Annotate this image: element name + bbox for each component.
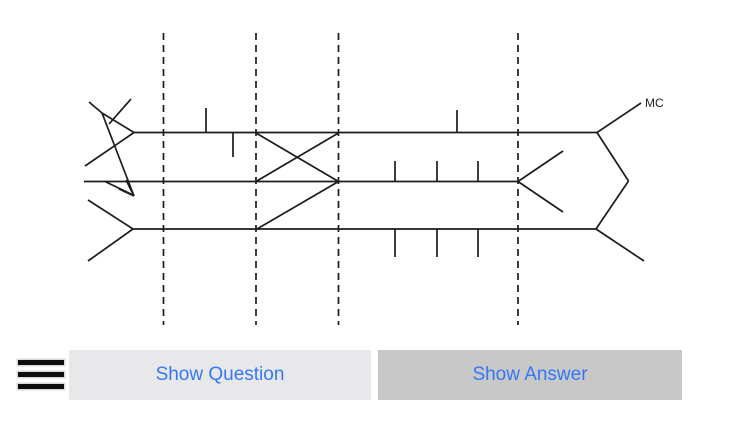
hamburger-icon: [18, 360, 64, 365]
show-answer-button[interactable]: Show Answer: [378, 350, 682, 400]
diagram-lines: [84, 33, 645, 325]
hamburger-icon: [18, 384, 64, 389]
menu-button[interactable]: [18, 360, 64, 389]
hamburger-icon: [18, 372, 64, 377]
bottom-bar: Show Question Show Answer: [0, 344, 750, 406]
show-question-button[interactable]: Show Question: [69, 350, 371, 400]
mc-label: MC: [645, 96, 664, 110]
